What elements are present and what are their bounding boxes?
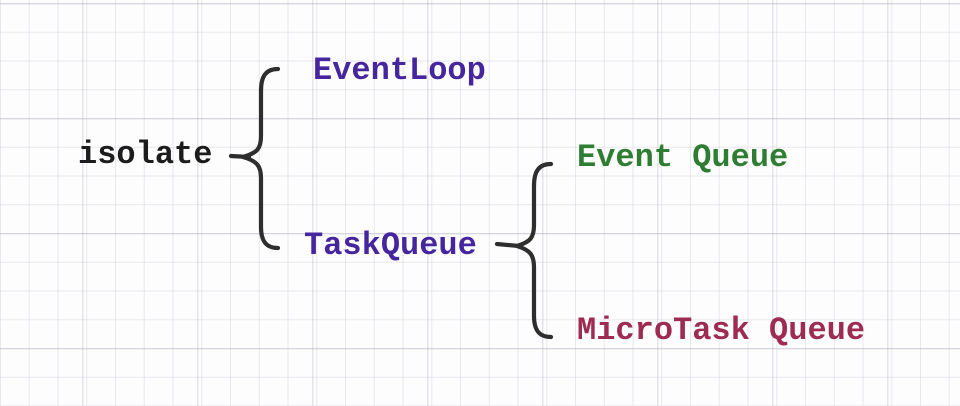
isolate-brace [240, 66, 281, 251]
node-microtask-queue: MicroTask Queue [577, 312, 866, 349]
taskqueue-brace [514, 161, 554, 340]
node-event-queue: Event Queue [577, 139, 789, 176]
taskqueue-brace-cusp-tick [494, 241, 522, 249]
node-eventloop: EventLoop [313, 52, 486, 89]
node-taskqueue: TaskQueue [304, 227, 477, 264]
node-isolate: isolate [78, 136, 213, 173]
isolate-brace-cusp-tick [228, 153, 252, 160]
